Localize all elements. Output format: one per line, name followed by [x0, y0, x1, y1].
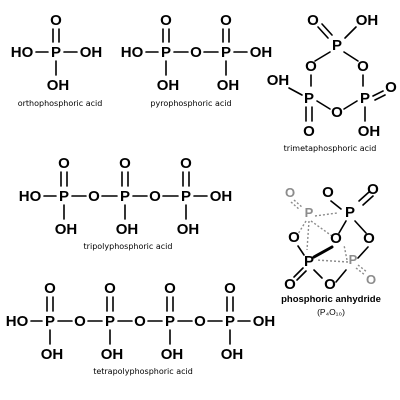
atom-oh: OH — [221, 346, 244, 363]
atom-p-rear: P — [305, 205, 314, 220]
caption-phosphoric-anhydride: phosphoric anhydride — [281, 294, 381, 305]
atom-oh: OH — [41, 346, 64, 363]
atom-p: P — [332, 37, 342, 54]
atom-o: O — [50, 12, 62, 29]
atom-p: P — [59, 188, 69, 205]
atom-o-rear: O — [285, 185, 295, 200]
atom-ho: HO — [11, 44, 34, 61]
atom-o: O — [74, 313, 86, 330]
atom-o: O — [303, 123, 315, 140]
atom-o: O — [322, 184, 334, 201]
atom-p: P — [45, 313, 55, 330]
atom-oh: OH — [250, 44, 273, 61]
atom-oh: OH — [217, 77, 240, 94]
atom-o: O — [119, 155, 131, 172]
atom-p: P — [120, 188, 130, 205]
atom-o: O — [44, 280, 56, 297]
atom-oh: OH — [101, 346, 124, 363]
atom-p: P — [225, 313, 235, 330]
atom-p: P — [304, 90, 314, 107]
atom-oh: OH — [356, 12, 379, 29]
atom-o: O — [180, 155, 192, 172]
atom-oh: OH — [267, 72, 290, 89]
atom-p: P — [304, 253, 314, 270]
atom-oh: OH — [47, 77, 70, 94]
phosphoric-anhydride-structure: O P P O O O P O O O P O O — [284, 181, 379, 293]
atom-p: P — [345, 204, 355, 221]
atom-ho: HO — [19, 188, 42, 205]
caption-orthophosphoric-acid: orthophosphoric acid — [18, 99, 103, 108]
atom-o: O — [220, 12, 232, 29]
atom-p-rear: P — [349, 252, 358, 267]
atom-o: O — [284, 276, 296, 293]
caption-tripolyphosphoric-acid: tripolyphosphoric acid — [84, 242, 173, 251]
atom-oh: OH — [358, 123, 381, 140]
atom-o: O — [367, 181, 379, 198]
atom-o: O — [58, 155, 70, 172]
atom-oh: OH — [161, 346, 184, 363]
atom-o: O — [149, 188, 161, 205]
atom-o: O — [190, 44, 202, 61]
atom-oh: OH — [157, 77, 180, 94]
atom-o-rear: O — [366, 272, 376, 287]
atom-o: O — [324, 276, 336, 293]
atom-o: O — [363, 230, 375, 247]
caption-pyrophosphoric-acid: pyrophosphoric acid — [150, 99, 231, 108]
atom-o: O — [307, 12, 319, 29]
atom-o: O — [134, 313, 146, 330]
caption-anhydride-formula: (P₄O₁₀) — [317, 307, 345, 317]
atom-oh: OH — [80, 44, 103, 61]
atom-o: O — [160, 12, 172, 29]
atom-oh: OH — [55, 221, 78, 238]
atom-p: P — [360, 90, 370, 107]
tetrapolyphosphoric-acid-structure: O O O O HO P O P O P O P OH OH OH OH — [6, 280, 276, 363]
atom-o: O — [288, 229, 300, 246]
atom-o: O — [164, 280, 176, 297]
trimetaphosphoric-acid-structure: O OH P O O OH P O O P O OH — [267, 12, 397, 140]
atom-oh: OH — [116, 221, 139, 238]
pyrophosphoric-acid-structure: O O HO P O P OH OH OH — [121, 12, 273, 94]
atom-oh: OH — [177, 221, 200, 238]
atom-ho: HO — [121, 44, 144, 61]
atom-o: O — [194, 313, 206, 330]
atom-p: P — [165, 313, 175, 330]
caption-trimetaphosphoric-acid: trimetaphosphoric acid — [284, 144, 377, 153]
atom-o: O — [330, 230, 342, 247]
atom-o: O — [88, 188, 100, 205]
orthophosphoric-acid-structure: O HO P OH OH — [11, 12, 103, 94]
atom-o: O — [224, 280, 236, 297]
atom-o: O — [385, 79, 397, 96]
atom-o: O — [331, 104, 343, 121]
atom-p: P — [161, 44, 171, 61]
atom-oh: OH — [210, 188, 233, 205]
atom-o: O — [104, 280, 116, 297]
atom-p: P — [105, 313, 115, 330]
atom-oh: OH — [253, 313, 276, 330]
caption-tetrapolyphosphoric-acid: tetrapolyphosphoric acid — [93, 367, 193, 376]
atom-o: O — [305, 58, 317, 75]
atom-p: P — [51, 44, 61, 61]
atom-p: P — [181, 188, 191, 205]
atom-ho: HO — [6, 313, 29, 330]
atom-p: P — [221, 44, 231, 61]
tripolyphosphoric-acid-structure: O O O HO P O P O P OH OH OH OH — [19, 155, 233, 238]
atom-o: O — [357, 58, 369, 75]
